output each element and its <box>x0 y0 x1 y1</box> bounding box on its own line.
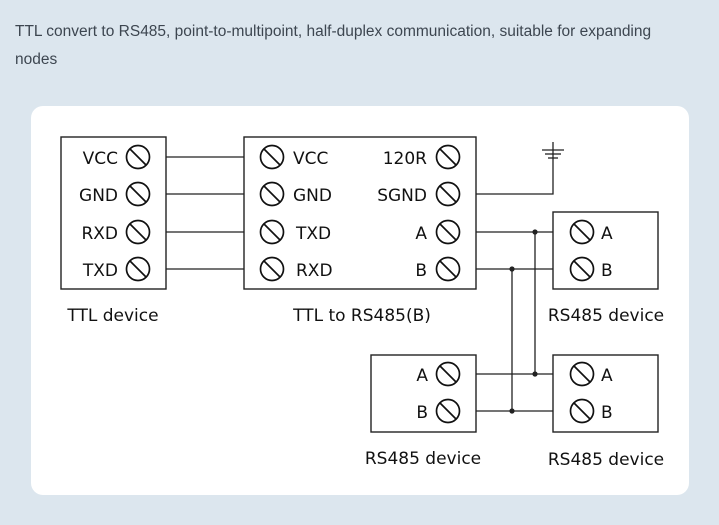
junction-dot <box>532 229 538 235</box>
rs485-br-caption: RS485 device <box>548 450 664 470</box>
ttl-wires <box>166 156 244 270</box>
ground-connection <box>476 142 564 195</box>
wiring-diagram-card <box>31 106 689 495</box>
ttl-rxd-terminal-icon <box>125 219 151 245</box>
conv-pin-rxd-label: RXD <box>296 261 333 281</box>
converter-module: VCC GND TXD RXD 120R SGND A B TTL to RS4… <box>243 136 477 326</box>
rs485-device-bottom-right: A B RS485 device <box>548 354 664 470</box>
page-caption: TTL convert to RS485, point-to-multipoin… <box>15 23 652 68</box>
rs485-br-pin-a-label: A <box>601 366 613 386</box>
conv-pin-txd-label: TXD <box>295 224 331 244</box>
junction-dot <box>532 371 538 377</box>
conv-pin-gnd-label: GND <box>293 186 332 206</box>
rs485-br-b-terminal-icon <box>569 398 595 424</box>
conv-pin-b-label: B <box>415 261 427 281</box>
ttl-device-caption: TTL device <box>66 306 158 326</box>
rs485-br-a-terminal-icon <box>569 361 595 387</box>
conv-pin-sgnd-label: SGND <box>377 186 427 206</box>
rs485-br-box <box>552 354 659 433</box>
conv-txd-terminal-icon <box>259 219 285 245</box>
rs485-top-pin-a-label: A <box>601 224 613 244</box>
ttl-gnd-terminal-icon <box>125 181 151 207</box>
rs485-bl-caption: RS485 device <box>365 449 481 469</box>
rs485-bl-b-terminal-icon <box>435 398 461 424</box>
conv-pin-120r-label: 120R <box>383 149 427 169</box>
rs485-bl-a-terminal-icon <box>435 361 461 387</box>
rs485-device-top: A B RS485 device <box>548 211 664 326</box>
ttl-device-box <box>60 136 167 290</box>
conv-gnd-terminal-icon <box>259 181 285 207</box>
conv-sgnd-terminal-icon <box>435 181 461 207</box>
ttl-txd-terminal-icon <box>125 256 151 282</box>
ground-icon <box>542 142 564 159</box>
rs485-bl-pin-a-label: A <box>416 366 428 386</box>
conv-b-terminal-icon <box>435 256 461 282</box>
rs485-br-pin-b-label: B <box>601 403 613 423</box>
ttl-pin-gnd-label: GND <box>79 186 118 206</box>
conv-pin-vcc-label: VCC <box>293 149 328 169</box>
rs485-top-b-terminal-icon <box>569 256 595 282</box>
rs485-device-bottom-left: A B RS485 device <box>365 354 481 469</box>
conv-a-terminal-icon <box>435 219 461 245</box>
conv-120r-terminal-icon <box>435 144 461 170</box>
conv-pin-a-label: A <box>415 224 427 244</box>
rs485-bl-pin-b-label: B <box>416 403 428 423</box>
rs485-top-pin-b-label: B <box>601 261 613 281</box>
rs485-top-a-terminal-icon <box>569 219 595 245</box>
ttl-pin-vcc-label: VCC <box>83 149 118 169</box>
junction-dot <box>509 266 515 272</box>
junction-dot <box>509 408 515 414</box>
ttl-vcc-terminal-icon <box>125 144 151 170</box>
rs485-top-box <box>552 211 659 290</box>
conv-rxd-terminal-icon <box>259 256 285 282</box>
converter-caption: TTL to RS485(B) <box>292 306 431 326</box>
ttl-pin-rxd-label: RXD <box>81 224 118 244</box>
converter-box <box>243 136 477 290</box>
wire-sgnd <box>476 158 554 195</box>
rs485-bl-box <box>370 354 477 433</box>
rs485-top-caption: RS485 device <box>548 306 664 326</box>
ttl-device: VCC GND RXD TXD TTL device <box>60 136 167 326</box>
conv-vcc-terminal-icon <box>259 144 285 170</box>
rs485-bus <box>476 229 553 414</box>
ttl-pin-txd-label: TXD <box>82 261 118 281</box>
